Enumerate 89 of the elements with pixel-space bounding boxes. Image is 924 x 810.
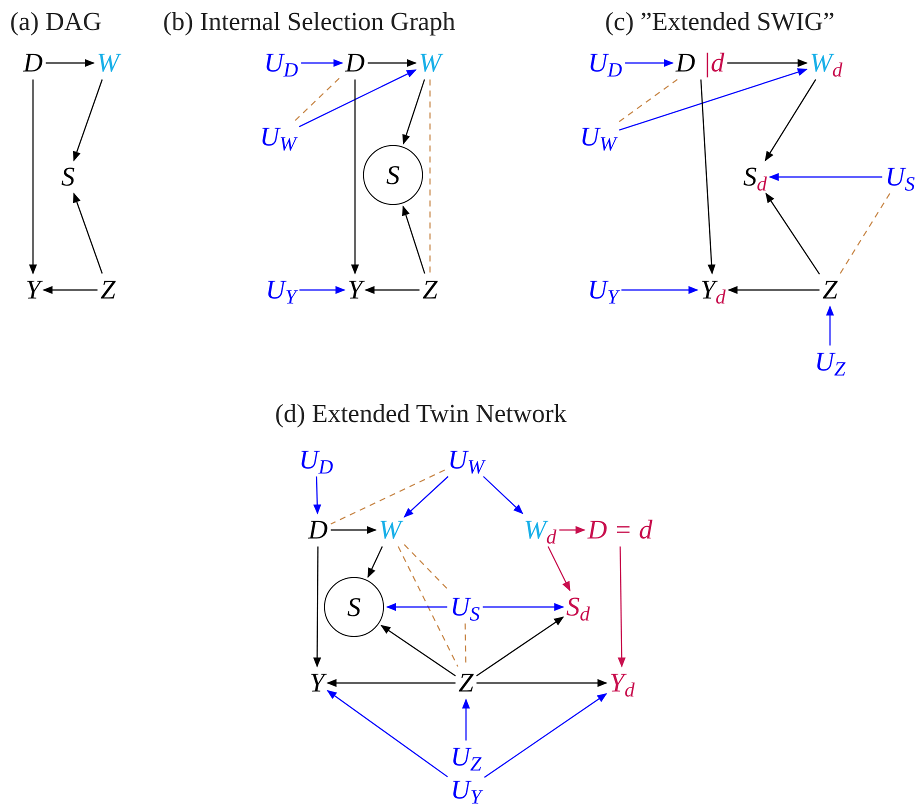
arrow xyxy=(364,286,420,294)
dashed-line xyxy=(398,546,458,667)
variable-label: S xyxy=(347,594,361,620)
variable-label: U$_{W}$ xyxy=(580,124,616,150)
arrow xyxy=(301,59,344,67)
arrow xyxy=(313,476,322,514)
dashed-line xyxy=(840,193,890,274)
arrow xyxy=(700,79,716,274)
variable-label: U$_{W}$ xyxy=(260,124,296,150)
arrow xyxy=(386,603,448,611)
arrow xyxy=(618,546,626,668)
arrow xyxy=(313,546,322,668)
variable-label: Z xyxy=(422,276,438,304)
variable-label: U$_{S}$ xyxy=(885,164,915,190)
panel-title: (b) Internal Selection Graph xyxy=(163,6,456,38)
variable-label: D = d xyxy=(588,516,652,544)
variable-label: Y$_{d}$ xyxy=(700,276,726,304)
variable-label: |d xyxy=(703,50,724,76)
arrow xyxy=(298,69,417,128)
arrow xyxy=(765,192,820,275)
variable-label: S xyxy=(386,162,400,188)
variable-label: U$_{Y}$ xyxy=(588,276,618,304)
arrow xyxy=(826,306,834,346)
variable-label: W xyxy=(378,516,402,544)
dashed-line xyxy=(618,79,678,122)
arrow xyxy=(380,624,456,676)
arrow xyxy=(728,286,820,294)
variable-label: Z xyxy=(458,670,474,696)
variable-label: Y xyxy=(347,276,363,304)
variable-label: U$_{D}$ xyxy=(588,50,622,76)
variable-label: Y xyxy=(309,670,325,696)
arrow xyxy=(368,59,417,67)
variable-label: U$_{D}$ xyxy=(298,446,334,474)
arrow xyxy=(404,476,448,518)
arrow xyxy=(484,693,608,778)
variable-label: U$_{D}$ xyxy=(264,50,298,76)
panel-title: (a) DAG xyxy=(10,6,102,38)
variable-label: Z xyxy=(100,276,116,304)
arrow xyxy=(768,173,882,181)
arrow xyxy=(764,79,816,162)
variable-label: Z xyxy=(822,276,838,304)
variable-label: W xyxy=(418,50,442,76)
variable-label: D xyxy=(345,50,365,76)
arrow xyxy=(476,616,564,676)
variable-label: U$_{W}$ xyxy=(448,446,484,474)
variable-label: S xyxy=(61,164,75,190)
arrow xyxy=(330,526,377,534)
variable-label: U$_{S}$ xyxy=(450,594,480,620)
variable-label: Y$_{d}$ xyxy=(609,670,635,696)
panel-title: (c) ”Extended SWIG” xyxy=(605,6,835,38)
variable-label: D xyxy=(676,50,696,76)
variable-label: U$_{Z}$ xyxy=(814,348,846,376)
arrow xyxy=(402,205,426,274)
arrow xyxy=(621,286,698,294)
arrow xyxy=(482,603,564,611)
variable-label: D xyxy=(23,50,43,76)
panel-title: (d) Extended Twin Network xyxy=(275,398,567,430)
dashed-line xyxy=(404,544,450,591)
arrow xyxy=(29,80,37,274)
variable-label: U$_{Z}$ xyxy=(450,744,482,770)
arrow xyxy=(351,80,359,274)
arrow xyxy=(462,698,470,740)
arrow xyxy=(73,192,103,274)
arrow xyxy=(619,68,808,131)
variable-label: S$_{d}$ xyxy=(566,594,590,620)
variable-label: W$_{d}$ xyxy=(524,516,556,544)
variable-label: U$_{Y}$ xyxy=(266,276,296,304)
arrow xyxy=(559,526,586,534)
arrow xyxy=(42,286,98,294)
variable-label: D xyxy=(308,516,328,544)
dashed-line xyxy=(330,469,446,525)
arrow xyxy=(367,546,383,578)
dashed-line xyxy=(429,80,431,274)
variable-label: W xyxy=(96,50,120,76)
variable-label: S$_{d}$ xyxy=(743,164,767,190)
arrow xyxy=(625,59,674,67)
arrow xyxy=(548,546,570,592)
arrow xyxy=(299,286,346,294)
arrow xyxy=(482,476,524,514)
arrow xyxy=(402,79,426,145)
variable-label: W$_{d}$ xyxy=(810,50,842,76)
arrow xyxy=(476,679,608,687)
arrow xyxy=(326,690,448,778)
arrow xyxy=(727,59,808,67)
arrow xyxy=(73,79,103,162)
arrow xyxy=(46,59,95,67)
variable-label: U$_{Y}$ xyxy=(450,776,482,804)
variable-label: Y xyxy=(25,276,41,304)
arrow xyxy=(326,679,456,687)
